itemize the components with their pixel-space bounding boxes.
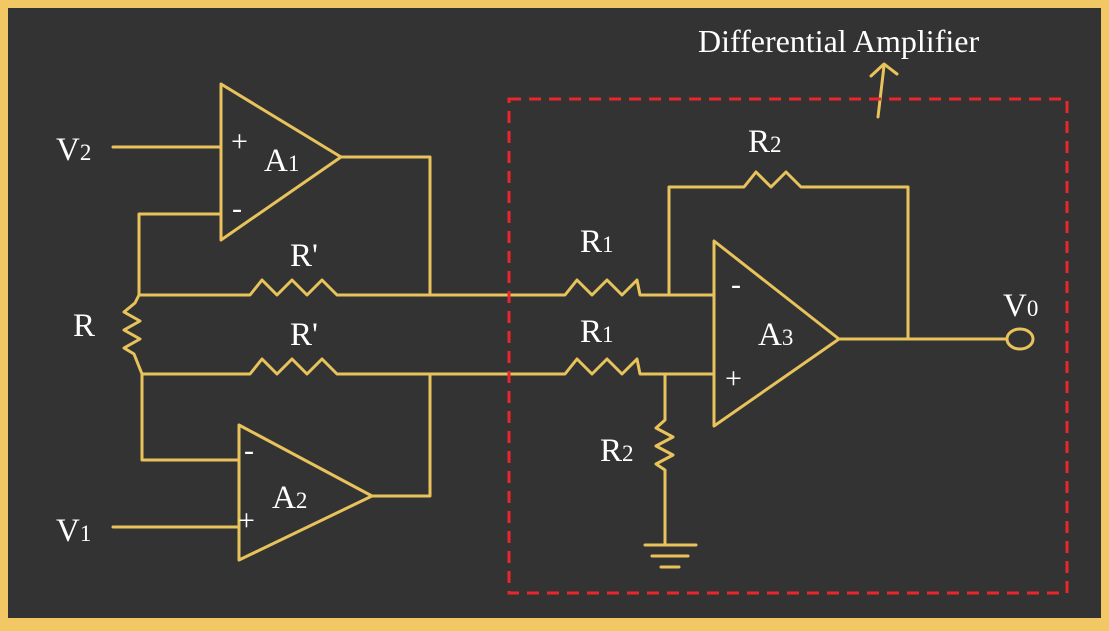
- resistor-r1-bottom-label: R1: [580, 314, 614, 350]
- gain-resistor-label: R: [73, 308, 95, 344]
- resistor-rprime-bottom-label: R': [290, 317, 318, 353]
- opamp-a2-minus-sign: -: [244, 434, 254, 467]
- a2-output-wire: [370, 372, 432, 498]
- opamp-a3-label: A3: [758, 317, 793, 353]
- opamp-a3-plus-sign: +: [725, 362, 742, 395]
- resistor-r1-bottom: [428, 357, 716, 376]
- opamp-a2-plus-sign: +: [238, 504, 255, 537]
- opamp-a3-minus-sign: -: [731, 268, 741, 301]
- opamp-a3-symbol: [712, 239, 841, 428]
- a2-inverting-wire: [140, 372, 241, 462]
- resistor-r1-top-label: R1: [580, 224, 614, 260]
- differential-amplifier-box: [507, 97, 1069, 595]
- circuit-wires: [111, 62, 1009, 569]
- resistor-r1-top: [428, 278, 716, 297]
- output-terminal: [1005, 327, 1035, 351]
- diagram-background: [8, 8, 1101, 618]
- input-v2-label: V2: [56, 132, 91, 168]
- opamp-a1-plus-sign: +: [231, 125, 248, 158]
- resistor-rprime-top: [137, 278, 432, 297]
- a1-inverting-wire: [137, 212, 223, 297]
- opamp-a1-label: A1: [264, 143, 299, 179]
- input-v1-label: V1: [56, 513, 91, 549]
- opamp-a1-minus-sign: -: [232, 192, 242, 225]
- resistor-r2-ground-label: R2: [600, 433, 634, 469]
- resistor-rprime-top-label: R': [290, 238, 318, 274]
- gain-resistor-r: [122, 293, 144, 376]
- resistor-r2-feedback: [667, 170, 910, 341]
- a1-output-wire: [339, 155, 432, 297]
- output-v0-label: V0: [1003, 288, 1038, 324]
- opamp-a1-symbol: [219, 82, 343, 242]
- opamp-a2-symbol: [237, 423, 374, 562]
- title-arrow: [869, 62, 899, 119]
- diagram-title: Differential Amplifier: [698, 23, 979, 59]
- resistor-rprime-bottom: [140, 357, 432, 376]
- resistor-r2-ground: [654, 372, 675, 545]
- ground-symbol: [643, 543, 698, 569]
- resistor-r2-feedback-label: R2: [748, 124, 782, 160]
- opamp-a2-label: A2: [272, 480, 307, 516]
